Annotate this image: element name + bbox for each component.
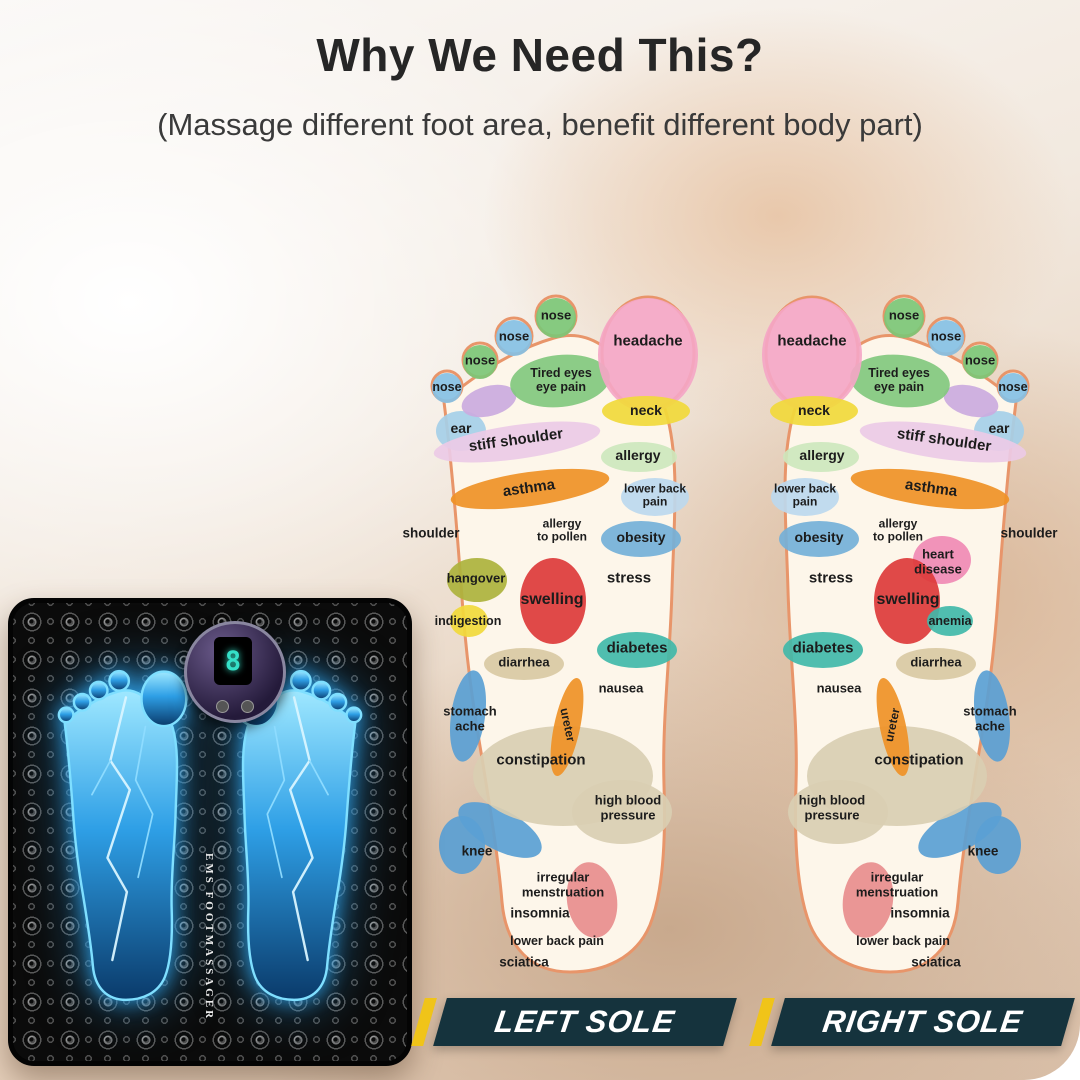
page-subtitle: (Massage different foot area, benefit di… bbox=[157, 107, 923, 142]
right-sole-banner-label: RIGHT SOLE bbox=[820, 1004, 1026, 1039]
page-title: Why We Need This? bbox=[316, 29, 764, 81]
right-sole-diagram bbox=[764, 294, 1030, 974]
controller-display: 8 bbox=[214, 637, 252, 685]
product-brand-text: EMS FOOTMASSAGER bbox=[203, 853, 215, 1022]
controller-buttons bbox=[187, 700, 283, 713]
banner-accent-stripe bbox=[411, 998, 437, 1046]
product-glow-foot-left bbox=[57, 669, 188, 1002]
right-sole-banner: RIGHT SOLE bbox=[749, 998, 1075, 1046]
banner-accent-stripe bbox=[749, 998, 775, 1046]
ems-foot-massager-product: 8 EMS FOOTMASSAGER bbox=[8, 598, 412, 1066]
controller-button-plus[interactable] bbox=[241, 700, 254, 713]
ems-controller-unit[interactable]: 8 bbox=[184, 621, 286, 723]
display-value: 8 bbox=[224, 645, 242, 677]
left-sole-banner-label: LEFT SOLE bbox=[492, 1004, 678, 1039]
banner-body: RIGHT SOLE bbox=[771, 998, 1075, 1046]
left-sole-diagram bbox=[430, 294, 696, 974]
product-glow-foot-right bbox=[232, 669, 363, 1002]
controller-button-minus[interactable] bbox=[216, 700, 229, 713]
banner-body: LEFT SOLE bbox=[433, 998, 737, 1046]
left-sole-banner: LEFT SOLE bbox=[411, 998, 737, 1046]
